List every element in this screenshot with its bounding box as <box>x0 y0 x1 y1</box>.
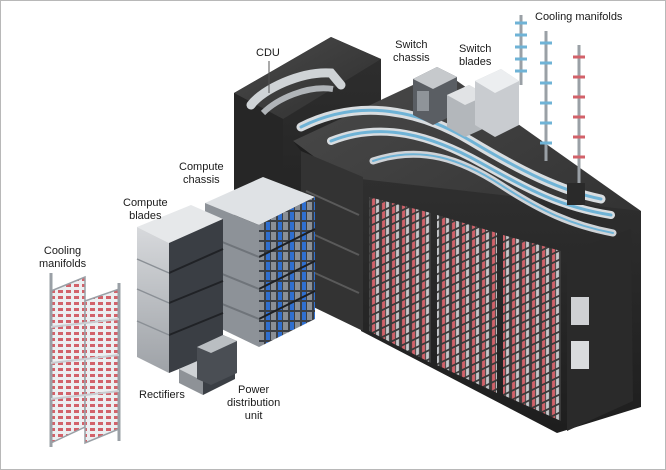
cooling-manifolds-top <box>515 15 585 205</box>
switch-blades <box>447 69 519 137</box>
label-cdu: CDU <box>256 47 280 59</box>
switch-chassis <box>413 67 457 125</box>
label-compute-chassis: Compute chassis <box>179 161 224 186</box>
compute-bay-3 <box>503 235 561 421</box>
label-rectifiers: Rectifiers <box>139 389 185 401</box>
power-distribution-unit <box>197 335 237 385</box>
compute-blades <box>136 205 224 373</box>
label-compute-blades: Compute blades <box>123 197 168 222</box>
label-cooling-manifolds-left: Cooling manifolds <box>39 245 87 270</box>
label-switch-chassis: Switch chassis <box>393 39 430 64</box>
cooling-manifolds-left <box>49 273 121 447</box>
label-power-distribution-unit: Power distribution unit <box>227 384 281 422</box>
compute-bay-2 <box>437 215 497 393</box>
main-cabinet-row <box>293 71 641 433</box>
top-coolant-piping <box>296 105 617 237</box>
label-switch-blades: Switch blades <box>459 43 492 68</box>
compute-bay-1 <box>369 197 431 363</box>
end-panel-module <box>571 297 589 325</box>
label-cooling-manifolds-top: Cooling manifolds <box>535 11 623 23</box>
